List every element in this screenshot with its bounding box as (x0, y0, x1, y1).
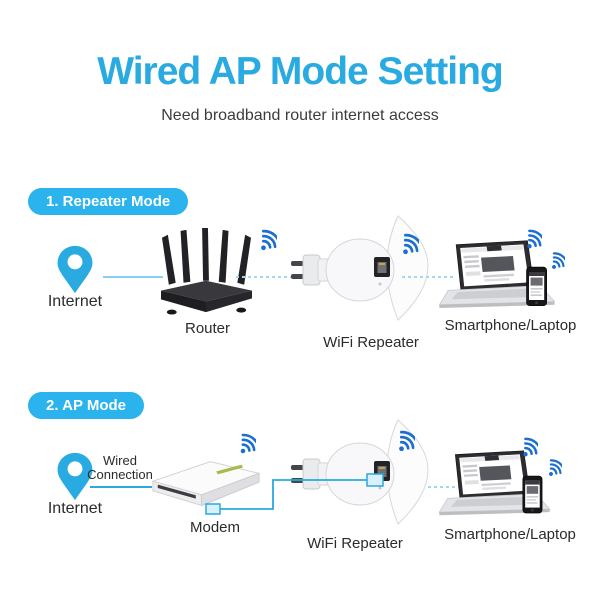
wifi-signal-icon (517, 227, 542, 252)
page-title: Wired AP Mode Setting (97, 50, 504, 93)
wifi-signal-icon (543, 250, 565, 272)
wireless-link-router-repeater (236, 276, 302, 278)
wifi-signal-icon (540, 457, 562, 479)
connection-line-internet-router (103, 276, 163, 278)
wifi-signal-icon (392, 231, 419, 258)
badge-repeater-mode: 1. Repeater Mode (28, 188, 189, 215)
ethernet-connector-icon (205, 503, 221, 515)
modem-label: Modem (189, 519, 241, 536)
section-repeater-mode-header: 1. Repeater Mode (28, 188, 189, 215)
wifi-signal-icon (230, 431, 256, 457)
section-ap-mode-header: 2. AP Mode (28, 392, 145, 419)
wired-connection-label: Wired Connection (87, 453, 153, 483)
router-label: Router (184, 320, 231, 337)
smartphone-laptop-label: Smartphone/Laptop (444, 317, 577, 334)
smartphone-laptop-label: Smartphone/Laptop (444, 526, 576, 543)
badge-ap-mode: 2. AP Mode (28, 392, 145, 419)
ethernet-connector-icon (366, 473, 384, 487)
laptop-smartphone-illustration (437, 450, 552, 523)
internet-label: Internet (47, 500, 103, 517)
page-subtitle: Need broadband router internet access (161, 107, 439, 124)
internet-label: Internet (47, 293, 103, 310)
wireless-link-repeater-client (402, 276, 454, 278)
internet-pin-icon (55, 245, 95, 294)
wifi-signal-icon (388, 428, 415, 455)
wireless-link-repeater-client (428, 486, 460, 488)
ethernet-wire (205, 473, 384, 515)
wifi-repeater-label: WiFi Repeater (323, 334, 419, 351)
router-illustration (160, 226, 253, 316)
wifi-signal-icon (513, 435, 538, 460)
connection-line-internet-modem (90, 486, 152, 488)
wifi-signal-icon (250, 227, 277, 254)
wifi-repeater-label: WiFi Repeater (307, 535, 403, 552)
